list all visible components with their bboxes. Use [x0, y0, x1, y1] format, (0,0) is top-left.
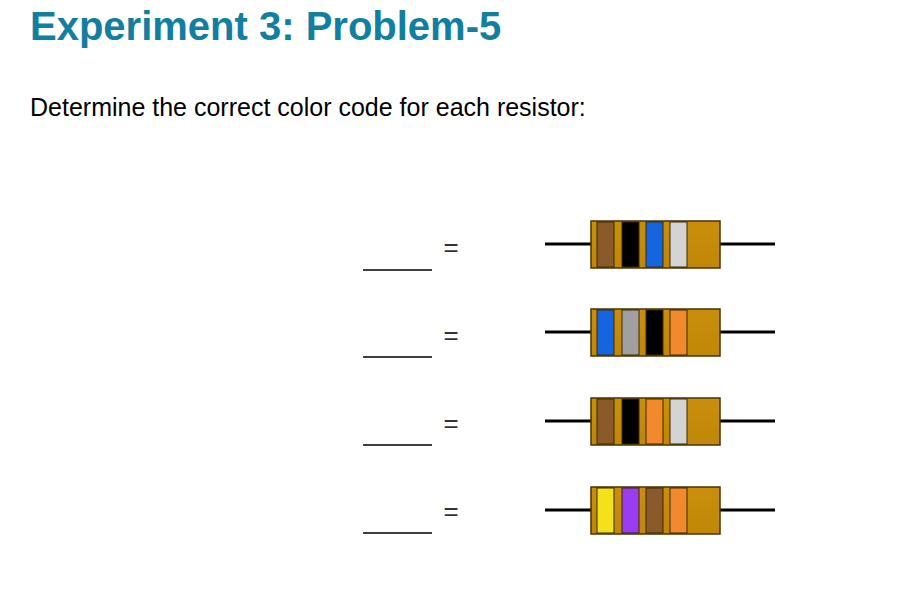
- resistor-symbol: [545, 487, 775, 534]
- equals-sign: =: [443, 496, 458, 527]
- resistor-symbol: [545, 398, 775, 445]
- equals-sign: =: [443, 232, 458, 263]
- answer-blank: [363, 270, 432, 533]
- page-title: Experiment 3: Problem-5: [30, 4, 501, 49]
- equals-sign: =: [443, 320, 458, 351]
- equals-sign: =: [443, 408, 458, 439]
- resistor-symbol: [545, 309, 775, 356]
- instruction-text: Determine the correct color code for eac…: [30, 93, 586, 122]
- resistor-symbol: [545, 221, 775, 268]
